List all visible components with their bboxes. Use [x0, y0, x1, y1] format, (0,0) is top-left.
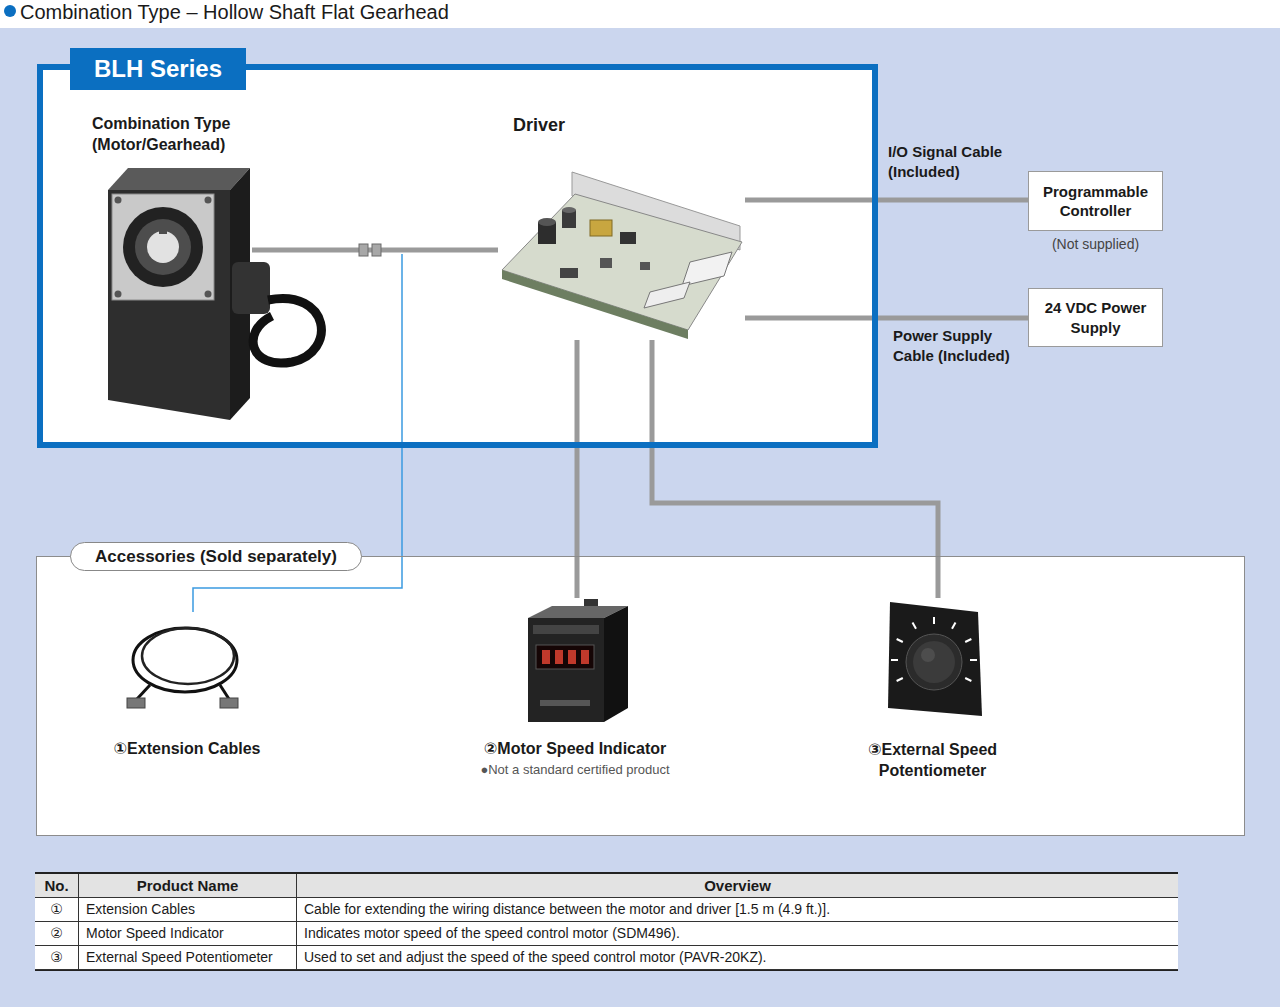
table-cell: ② — [35, 922, 78, 946]
table-cell: ① — [35, 898, 78, 922]
table-cell: Motor Speed Indicator — [78, 922, 296, 946]
cable-connector-mark — [372, 244, 381, 256]
node-label: 24 VDC Power Supply — [1033, 298, 1158, 337]
accessories-panel: Accessories (Sold separately)①Extension … — [36, 556, 1245, 836]
speed-indicator-illustration — [528, 599, 628, 722]
table-header: Product Name — [78, 874, 296, 898]
table-cell: ③ — [35, 946, 78, 970]
driver-item: Driver — [498, 110, 745, 340]
series-panel: BLH SeriesCombination Type (Motor/Gearhe… — [37, 64, 878, 448]
gearmotor-illustration — [108, 168, 321, 420]
cable-connector — [745, 316, 1028, 321]
table-header: Overview — [296, 874, 1178, 898]
cable-connector — [575, 340, 580, 598]
table-cell: Indicates motor speed of the speed contr… — [296, 922, 1178, 946]
cable-connector — [652, 340, 938, 598]
table-cell: Cable for extending the wiring distance … — [296, 898, 1178, 922]
table-header: No. — [35, 874, 78, 898]
potentiometer-illustration — [888, 602, 982, 716]
node-label: ①Extension Cables — [92, 739, 282, 758]
accessories-panel-ground — [36, 556, 1245, 836]
node-label: ③External Speed Potentiometer — [855, 740, 1010, 782]
node-label: Combination Type (Motor/Gearhead) — [92, 114, 250, 156]
extension-cable-item: ①Extension Cables — [92, 612, 282, 772]
potentiometer-item: ③External Speed Potentiometer — [850, 598, 1015, 788]
node-label: Programmable Controller — [1033, 182, 1158, 221]
cable-label: I/O Signal Cable (Included) — [888, 142, 1024, 181]
title-bullet — [4, 5, 16, 17]
series-panel-ground — [37, 64, 878, 448]
node-label: Driver — [513, 115, 565, 136]
node-note: ●Not a standard certified product — [460, 762, 690, 777]
speed-indicator-item: ②Motor Speed Indicator ●Not a standard ce… — [460, 598, 690, 788]
cable-connector — [745, 198, 1028, 203]
node-note: (Not supplied) — [1029, 236, 1162, 252]
extension-cable-illustration — [127, 628, 238, 708]
diagram-title: Combination Type – Hollow Shaft Flat Gea… — [20, 1, 449, 24]
title-bar — [0, 0, 1280, 28]
table-cell: Extension Cables — [78, 898, 296, 922]
gearmotor-item: Combination Type (Motor/Gearhead) — [88, 110, 252, 425]
cable-connector-mark — [359, 244, 368, 256]
accessory-table: No.Product NameOverview ①Extension Cables… — [35, 872, 1178, 971]
power-supply-box: 24 VDC Power Supply — [1028, 288, 1163, 347]
driver-board-illustration — [502, 172, 742, 339]
node-label: ②Motor Speed Indicator — [460, 739, 690, 758]
cable-label: Power Supply Cable (Included) — [893, 326, 1023, 365]
table-cell: External Speed Potentiometer — [78, 946, 296, 970]
table-cell: Used to set and adjust the speed of the … — [296, 946, 1178, 970]
controller-box: Programmable Controller(Not supplied) — [1028, 171, 1163, 231]
node-label: BLH Series — [70, 48, 246, 90]
node-label: Accessories (Sold separately) — [70, 542, 362, 571]
